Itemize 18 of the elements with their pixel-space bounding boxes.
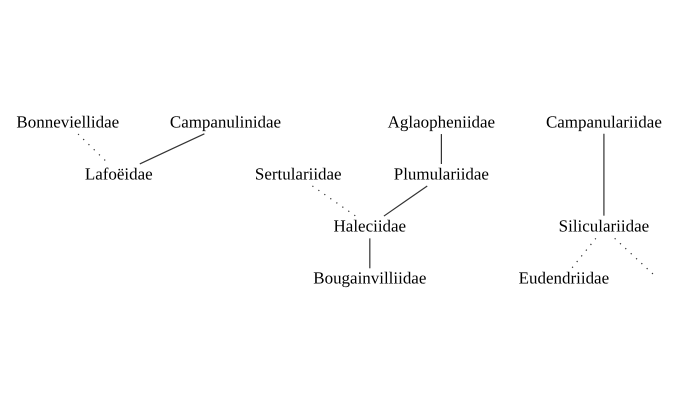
node-text: Campanulinidae	[170, 112, 282, 131]
node-text: Sertulariidae	[254, 164, 342, 183]
connector	[571, 237, 596, 268]
node-text: Aglaopheniidae	[388, 112, 496, 131]
node-text: Siliculariidae	[558, 216, 650, 236]
connector	[369, 238, 370, 268]
node-text: Campanulariidae	[546, 112, 662, 131]
node-text: Lafoëidae	[84, 164, 153, 183]
connector	[440, 134, 442, 164]
connector	[140, 132, 205, 164]
connector	[312, 184, 356, 216]
node-text: Bougainvilliidae	[313, 268, 426, 288]
node-text: Haleciidae	[334, 216, 406, 236]
node-text: Bonneviellidae	[16, 112, 120, 131]
connector	[384, 184, 428, 216]
connector	[603, 133, 605, 216]
node-text: Eudendriidae	[518, 268, 610, 288]
node-text: Plumulariidae	[394, 164, 489, 183]
